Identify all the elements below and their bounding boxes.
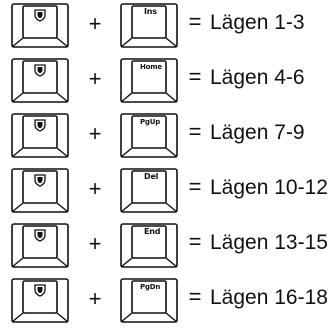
plus-sign: + <box>88 121 102 146</box>
equals-sign: = <box>188 9 202 34</box>
logo-icon <box>34 9 46 22</box>
key-combo-row: + PgUp = Lägen 7-9 <box>0 110 322 162</box>
logo-key <box>11 278 69 323</box>
modifier-key: End <box>120 223 178 268</box>
mode-range-label: Lägen 7-9 <box>210 121 305 144</box>
modifier-key: Ins <box>120 3 178 48</box>
mode-range-label: Lägen 16-18 <box>210 286 328 309</box>
key-label: End <box>144 227 161 236</box>
modifier-key: Del <box>120 168 178 213</box>
key-label: PgUp <box>140 118 161 126</box>
logo-icon <box>34 174 46 187</box>
key-combo-row: + End = Lägen 13-15 <box>0 220 328 272</box>
logo-key <box>11 58 69 103</box>
key-label: Ins <box>144 7 157 16</box>
key-combo-row: + Del = Lägen 10-12 <box>0 165 328 217</box>
modifier-key: PgDn <box>120 278 178 323</box>
logo-icon <box>34 119 46 132</box>
equals-sign: = <box>188 284 202 309</box>
mode-range-label: Lägen 10-12 <box>210 176 328 199</box>
logo-icon <box>34 64 46 77</box>
key-label: PgDn <box>140 283 161 291</box>
equals-sign: = <box>188 119 202 144</box>
key-label: Del <box>144 172 159 181</box>
logo-key <box>11 113 69 158</box>
mode-range-label: Lägen 13-15 <box>210 231 328 254</box>
logo-key <box>11 3 69 48</box>
equals-sign: = <box>188 229 202 254</box>
plus-sign: + <box>88 231 102 256</box>
modifier-key: PgUp <box>120 113 178 158</box>
plus-sign: + <box>88 66 102 91</box>
plus-sign: + <box>88 286 102 311</box>
equals-sign: = <box>188 174 202 199</box>
logo-icon <box>34 284 46 297</box>
plus-sign: + <box>88 11 102 36</box>
key-combo-row: + Home = Lägen 4-6 <box>0 55 322 107</box>
modifier-key: Home <box>120 58 178 103</box>
logo-key <box>11 168 69 213</box>
key-combo-row: + Ins = Lägen 1-3 <box>0 0 322 52</box>
key-combo-row: + PgDn = Lägen 16-18 <box>0 275 328 327</box>
mode-range-label: Lägen 4-6 <box>210 66 305 89</box>
plus-sign: + <box>88 176 102 201</box>
key-label: Home <box>140 63 162 71</box>
logo-key <box>11 223 69 268</box>
logo-icon <box>34 229 46 242</box>
equals-sign: = <box>188 64 202 89</box>
mode-range-label: Lägen 1-3 <box>210 11 305 34</box>
